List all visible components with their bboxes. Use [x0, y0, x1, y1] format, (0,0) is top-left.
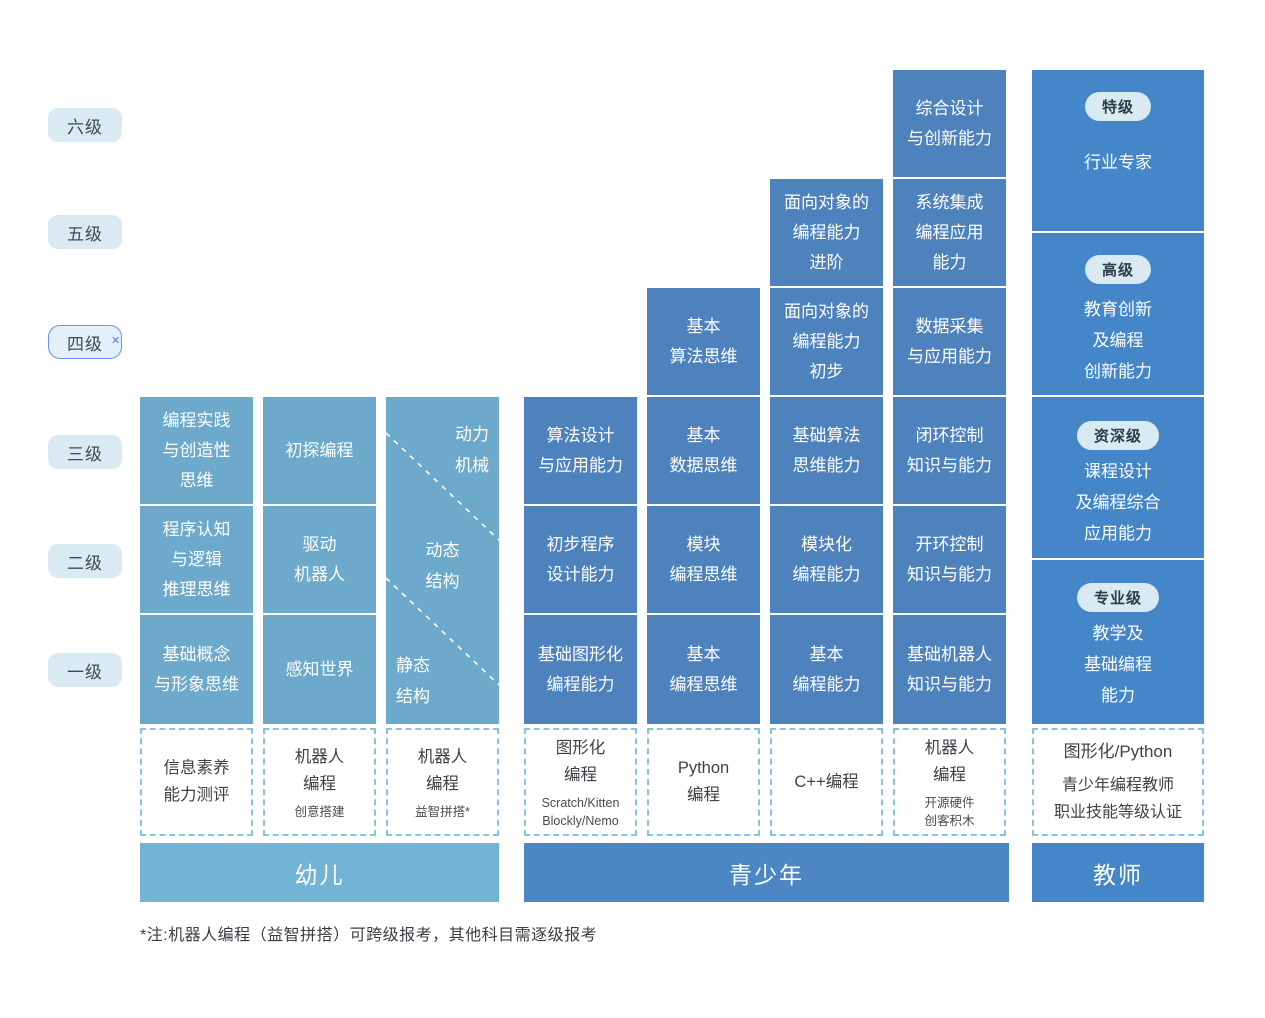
- cell-graphical-l3: 算法设计 与应用能力: [524, 397, 637, 504]
- teacher-cell-text: 行业专家: [1084, 153, 1152, 172]
- group-band-youth: 青少年: [524, 843, 1009, 902]
- label-power-machinery: 动力 机械: [455, 425, 489, 475]
- footnote: *注:机器人编程（益智拼搭）可跨级报考，其他科目需逐级报考: [140, 927, 598, 944]
- cell-graphical-l1: 基础图形化 编程能力: [524, 615, 637, 724]
- course-box-robot-build: 机器人 编程 创意搭建: [263, 728, 376, 836]
- group-band-toddler: 幼儿: [140, 843, 499, 902]
- teacher-cell-professional-grade: 专业级 教学及 基础编程 能力: [1032, 560, 1204, 724]
- label-static-structure: 静态 结构: [396, 656, 430, 706]
- teacher-cell-text: 课程设计 及编程综合 应用能力: [1075, 462, 1161, 543]
- level-pill-1[interactable]: 一级: [48, 653, 122, 687]
- level-pill-5[interactable]: 五级: [48, 215, 122, 249]
- cell-python-l2: 模块 编程思维: [647, 506, 760, 613]
- cell-robot-hw-l6: 综合设计 与创新能力: [893, 70, 1006, 177]
- level-pill-3[interactable]: 三级: [48, 435, 122, 469]
- course-box-robot-puzzle: 机器人 编程 益智拼搭*: [386, 728, 499, 836]
- course-subtitle: 开源硬件 创客积木: [924, 795, 975, 828]
- cell-robot-hw-l4: 数据采集 与应用能力: [893, 288, 1006, 395]
- cell-robot-build-l2: 驱动 机器人: [263, 506, 376, 613]
- course-box-python: Python 编程: [647, 728, 760, 836]
- cell-robot-hw-l1: 基础机器人 知识与能力: [893, 615, 1006, 724]
- course-title: 图形化 编程: [555, 738, 606, 784]
- badge-professional-grade: 专业级: [1076, 583, 1159, 612]
- teacher-cell-text: 教育创新 及编程 创新能力: [1084, 300, 1152, 381]
- cell-cpp-l4: 面向对象的 编程能力 初步: [770, 288, 883, 395]
- course-box-info-literacy: 信息素养 能力测评: [140, 728, 253, 836]
- teacher-cell-senior-grade: 高级 教育创新 及编程 创新能力: [1032, 233, 1204, 395]
- diagonal-dashed-dividers: [386, 432, 499, 686]
- course-box-cpp: C++编程: [770, 728, 883, 836]
- course-box-graphical: 图形化 编程 Scratch/Kitten Blockly/Nemo: [524, 728, 637, 836]
- cell-info-literacy-l3: 编程实践 与创造性 思维: [140, 397, 253, 504]
- cell-python-l4: 基本 算法思维: [647, 288, 760, 395]
- mouse-cursor: ✕: [111, 335, 121, 347]
- course-title: Python 编程: [677, 759, 730, 804]
- cell-robot-build-l3: 初探编程: [263, 397, 376, 504]
- course-box-robot-hw: 机器人 编程 开源硬件 创客积木: [893, 728, 1006, 836]
- cell-cpp-l3: 基础算法 思维能力: [770, 397, 883, 504]
- cell-robot-hw-l3: 闭环控制 知识与能力: [893, 397, 1006, 504]
- course-subtitle: Scratch/Kitten Blockly/Nemo: [541, 795, 620, 828]
- course-subtitle: 创意搭建: [294, 804, 345, 819]
- level-pill-6[interactable]: 六级: [48, 108, 122, 142]
- course-title: 机器人 编程: [417, 747, 468, 793]
- cell-robot-hw-l5: 系统集成 编程应用 能力: [893, 179, 1006, 286]
- course-title: 机器人 编程: [924, 738, 975, 784]
- course-box-teacher-cert: 图形化/Python 青少年编程教师 职业技能等级认证: [1032, 728, 1204, 836]
- badge-veteran-grade: 资深级: [1076, 421, 1159, 450]
- badge-special-grade: 特级: [1084, 92, 1151, 121]
- cell-python-l3: 基本 数据思维: [647, 397, 760, 504]
- course-title: 图形化/Python: [1063, 742, 1173, 761]
- cell-info-literacy-l2: 程序认知 与逻辑 推理思维: [140, 506, 253, 613]
- group-band-teacher: 教师: [1032, 843, 1204, 902]
- cell-robot-puzzle-block: 动力 机械 动态 结构 静态 结构: [386, 397, 499, 724]
- cell-cpp-l2: 模块化 编程能力: [770, 506, 883, 613]
- level-pill-2[interactable]: 二级: [48, 544, 122, 578]
- course-title: 信息素养 能力测评: [163, 759, 230, 804]
- cell-graphical-l2: 初步程序 设计能力: [524, 506, 637, 613]
- course-title: 机器人 编程: [294, 747, 345, 793]
- label-dynamic-structure: 动态 结构: [425, 541, 460, 591]
- cell-cpp-l1: 基本 编程能力: [770, 615, 883, 724]
- badge-senior-grade: 高级: [1084, 255, 1151, 284]
- level-pill-4-selected[interactable]: 四级: [48, 325, 122, 359]
- course-subtitle: 益智拼搭*: [415, 804, 470, 819]
- cell-python-l1: 基本 编程思维: [647, 615, 760, 724]
- teacher-cell-veteran-grade: 资深级 课程设计 及编程综合 应用能力: [1032, 397, 1204, 558]
- cell-robot-build-l1: 感知世界: [263, 615, 376, 724]
- cell-info-literacy-l1: 基础概念 与形象思维: [140, 615, 253, 724]
- teacher-cell-special-grade: 特级 行业专家: [1032, 70, 1204, 231]
- teacher-cell-text: 教学及 基础编程 能力: [1084, 624, 1152, 705]
- cell-cpp-l5: 面向对象的 编程能力 进阶: [770, 179, 883, 286]
- course-title: C++编程: [794, 772, 859, 791]
- course-subtitle: 青少年编程教师 职业技能等级认证: [1053, 777, 1182, 821]
- cell-robot-hw-l2: 开环控制 知识与能力: [893, 506, 1006, 613]
